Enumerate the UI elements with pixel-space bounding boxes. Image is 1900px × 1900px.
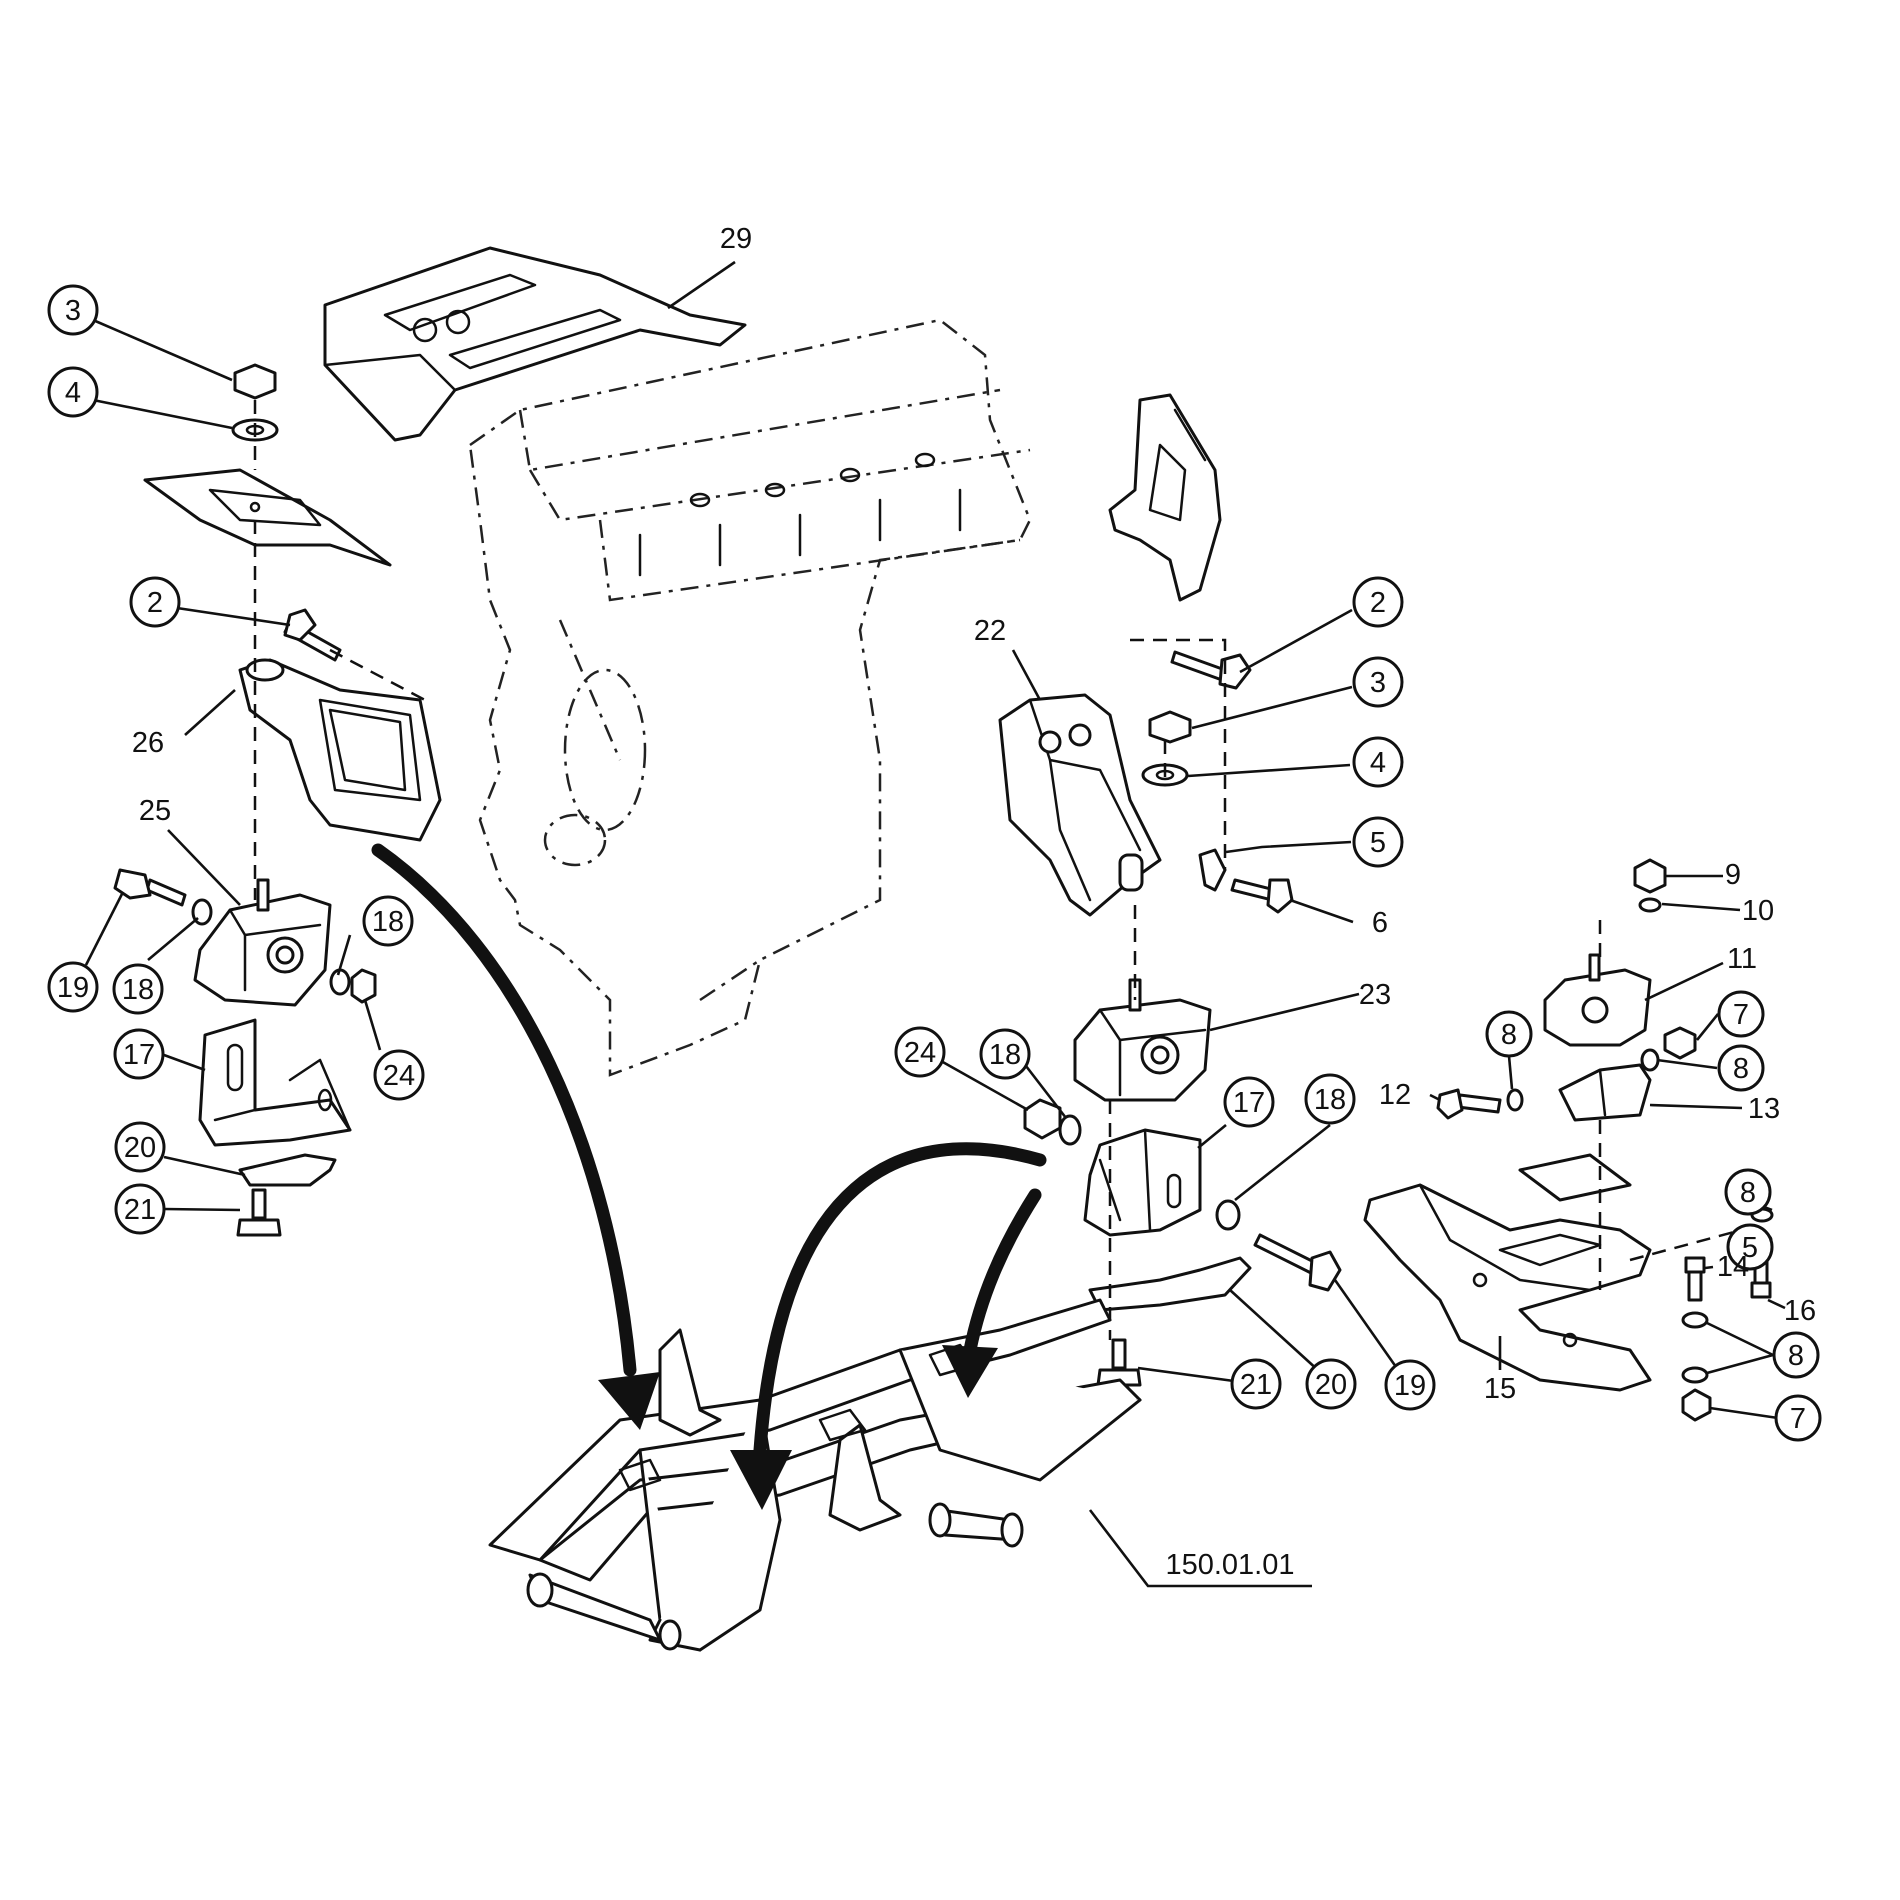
callout-17-right: 17 (1233, 1087, 1265, 1119)
transmission-mount-assembly (1363, 858, 1774, 1422)
callout-24-left: 24 (383, 1060, 415, 1092)
callout-4-left: 4 (65, 377, 81, 409)
engine-block-phantom (468, 318, 1032, 1077)
rubber-mount-part-23 (1073, 978, 1212, 1102)
bracket-part-22 (998, 693, 1162, 917)
long-bolt-icon (1253, 1233, 1342, 1292)
callout-29: 29 (720, 223, 752, 255)
callout-20-left: 20 (124, 1132, 156, 1164)
bolt-icon (1436, 1088, 1502, 1120)
reference-number: 150.01.01 (1165, 1549, 1294, 1581)
mount-pad (1518, 1153, 1632, 1202)
callout-8-a: 8 (1501, 1019, 1517, 1051)
callout-7-b: 7 (1790, 1403, 1806, 1435)
callout-17-left: 17 (123, 1039, 155, 1071)
callout-26: 26 (132, 727, 164, 759)
callout-18-mid: 18 (989, 1039, 1021, 1071)
nut-icon (1663, 1026, 1697, 1060)
callout-24-right: 24 (904, 1037, 936, 1069)
lock-plate-part-20 (238, 1153, 337, 1187)
engine-bracket-part-26 (238, 658, 442, 842)
callout-22: 22 (974, 615, 1006, 647)
washer-icon (1215, 1199, 1241, 1231)
nut-icon (233, 363, 277, 400)
washer-icon (329, 968, 351, 996)
bracket-part-17 (1083, 1128, 1202, 1237)
washer-icon (1681, 1311, 1709, 1329)
callout-3-left: 3 (65, 295, 81, 327)
lock-washer-icon (1198, 848, 1227, 892)
engine-bracket (1108, 393, 1222, 602)
callout-4-right: 4 (1370, 747, 1386, 779)
callouts: 29 3 4 2 26 25 19 18 18 24 17 20 21 22 2… (47, 223, 1822, 1581)
chassis-frame (488, 1298, 1142, 1652)
left-mount-assembly (113, 363, 442, 1237)
assembly-arrows (371, 843, 1047, 1510)
lock-plate-part-20 (1088, 1256, 1252, 1312)
callout-21-right: 21 (1240, 1369, 1272, 1401)
callout-5-mid: 5 (1370, 827, 1386, 859)
callout-15: 15 (1484, 1373, 1516, 1405)
heat-shield-part-29 (323, 246, 747, 442)
nut-icon (1023, 1098, 1062, 1140)
callout-23: 23 (1359, 979, 1391, 1011)
callout-3-right: 3 (1370, 667, 1386, 699)
nut-icon (1633, 858, 1667, 894)
callout-2-right: 2 (1370, 587, 1386, 619)
flange-bolt-icon (236, 1188, 282, 1237)
nut-icon (1681, 1388, 1712, 1422)
callout-25: 25 (139, 795, 171, 827)
callout-5-right: 5 (1742, 1232, 1758, 1264)
nut-icon (1148, 710, 1192, 744)
callout-2-left: 2 (147, 587, 163, 619)
callout-8-c: 8 (1740, 1177, 1756, 1209)
callout-10: 10 (1742, 895, 1774, 927)
callout-12: 12 (1379, 1079, 1411, 1111)
bolt-icon (283, 608, 342, 662)
callout-6: 6 (1372, 907, 1388, 939)
callout-18-right: 18 (1314, 1084, 1346, 1116)
callout-7-a: 7 (1733, 999, 1749, 1031)
callout-18-left-b: 18 (372, 906, 404, 938)
callout-14: 14 (1717, 1251, 1749, 1283)
callout-19-left: 19 (57, 972, 89, 1004)
bolt-icon (1170, 650, 1252, 690)
rubber-mount-part-11 (1543, 953, 1652, 1047)
bracket-part-17 (198, 1018, 352, 1147)
flange-bolt-icon (1096, 1338, 1142, 1387)
frame-mount-tower (658, 1328, 722, 1437)
washer-icon (1058, 1114, 1082, 1146)
callout-19-right: 19 (1394, 1370, 1426, 1402)
bolt-icon (1684, 1256, 1706, 1302)
callout-11: 11 (1727, 943, 1757, 975)
right-mount-assembly (998, 393, 1342, 1387)
crossmember-part-15 (1363, 1183, 1652, 1392)
nut-icon (350, 968, 377, 1004)
callout-9: 9 (1725, 859, 1741, 891)
rubber-mount-part-25 (193, 878, 332, 1007)
callout-8-d: 8 (1788, 1340, 1804, 1372)
washer-icon (1506, 1088, 1524, 1112)
callout-20-right: 20 (1315, 1369, 1347, 1401)
callout-16: 16 (1784, 1295, 1816, 1327)
washer-icon (1638, 897, 1662, 913)
washer-icon (1681, 1366, 1709, 1384)
washer-icon (1640, 1048, 1660, 1072)
callout-21-left: 21 (124, 1194, 156, 1226)
assembly-axes (253, 400, 1761, 1340)
bolt-icon (1230, 878, 1294, 914)
long-bolt-icon (113, 868, 187, 907)
callout-8-b: 8 (1733, 1053, 1749, 1085)
callout-18-left-a: 18 (122, 974, 154, 1006)
callout-13: 13 (1748, 1093, 1780, 1125)
mount-plate (143, 468, 392, 567)
